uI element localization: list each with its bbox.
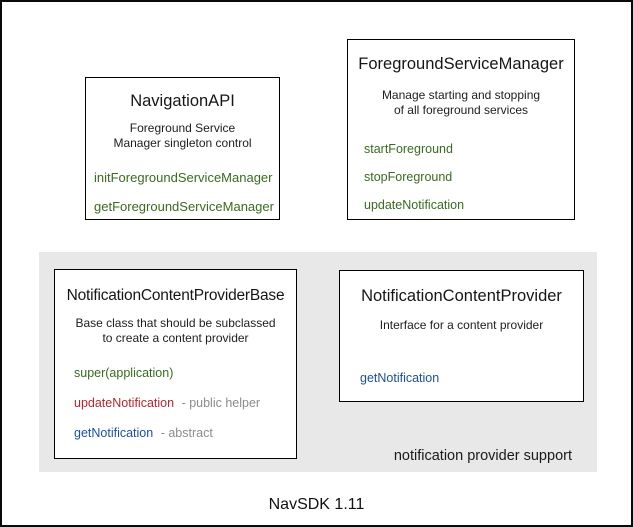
class-description: Manage starting and stopping of all fore…	[348, 88, 574, 118]
method-list: getNotification	[340, 371, 583, 385]
method-label: super(application)	[74, 366, 174, 380]
class-description: Base class that should be subclassed to …	[55, 316, 296, 346]
method-stop-foreground: stopForeground	[364, 170, 574, 184]
method-list: startForeground stopForeground updateNot…	[348, 142, 574, 212]
class-title: NotificationContentProvider	[361, 287, 562, 305]
description-line: Manager singleton control	[113, 136, 252, 150]
method-label: updateNotification	[364, 198, 465, 212]
method-list: super(application) updateNotification - …	[55, 366, 296, 440]
method-note: - abstract	[160, 426, 213, 440]
class-box-foreground-service-manager: ForegroundServiceManager Manage starting…	[347, 39, 575, 220]
method-list: initForegroundServiceManager getForegrou…	[86, 170, 279, 214]
class-description: Interface for a content provider	[340, 318, 583, 333]
diagram-title: NavSDK 1.11	[268, 496, 365, 513]
method-super-application: super(application)	[74, 366, 296, 380]
method-init-foreground-service-manager: initForegroundServiceManager	[94, 170, 279, 185]
method-get-foreground-service-manager: getForegroundServiceManager	[94, 199, 279, 214]
class-box-notification-content-provider-base: NotificationContentProviderBase Base cla…	[54, 269, 297, 459]
method-note: - public helper	[181, 396, 261, 410]
method-label: startForeground	[364, 142, 453, 156]
method-label: initForegroundServiceManager	[94, 170, 273, 185]
class-title: NotificationContentProviderBase	[66, 287, 285, 304]
method-label: getNotification	[360, 371, 440, 385]
class-box-notification-content-provider: NotificationContentProvider Interface fo…	[339, 270, 584, 402]
class-title: ForegroundServiceManager	[358, 55, 564, 73]
method-start-foreground: startForeground	[364, 142, 574, 156]
description-line: to create a content provider	[102, 331, 249, 345]
method-label: getNotification	[74, 426, 154, 440]
method-label: updateNotification	[74, 396, 175, 410]
method-label: stopForeground	[364, 170, 453, 184]
method-label: getForegroundServiceManager	[94, 199, 274, 214]
class-description: Foreground Service Manager singleton con…	[86, 121, 279, 151]
region-label: notification provider support	[393, 448, 572, 464]
description-line: Foreground Service	[129, 121, 236, 135]
method-get-notification: getNotification - abstract	[74, 426, 296, 440]
description-line: Base class that should be subclassed	[75, 316, 276, 330]
class-title: NavigationAPI	[130, 92, 235, 110]
class-box-navigation-api: NavigationAPI Foreground Service Manager…	[85, 77, 280, 220]
method-get-notification: getNotification	[360, 371, 583, 385]
description-line: Interface for a content provider	[379, 318, 544, 332]
description-line: Manage starting and stopping	[381, 88, 541, 102]
description-line: of all foreground services	[393, 103, 529, 117]
method-update-notification: updateNotification - public helper	[74, 396, 296, 410]
method-update-notification: updateNotification	[364, 198, 574, 212]
